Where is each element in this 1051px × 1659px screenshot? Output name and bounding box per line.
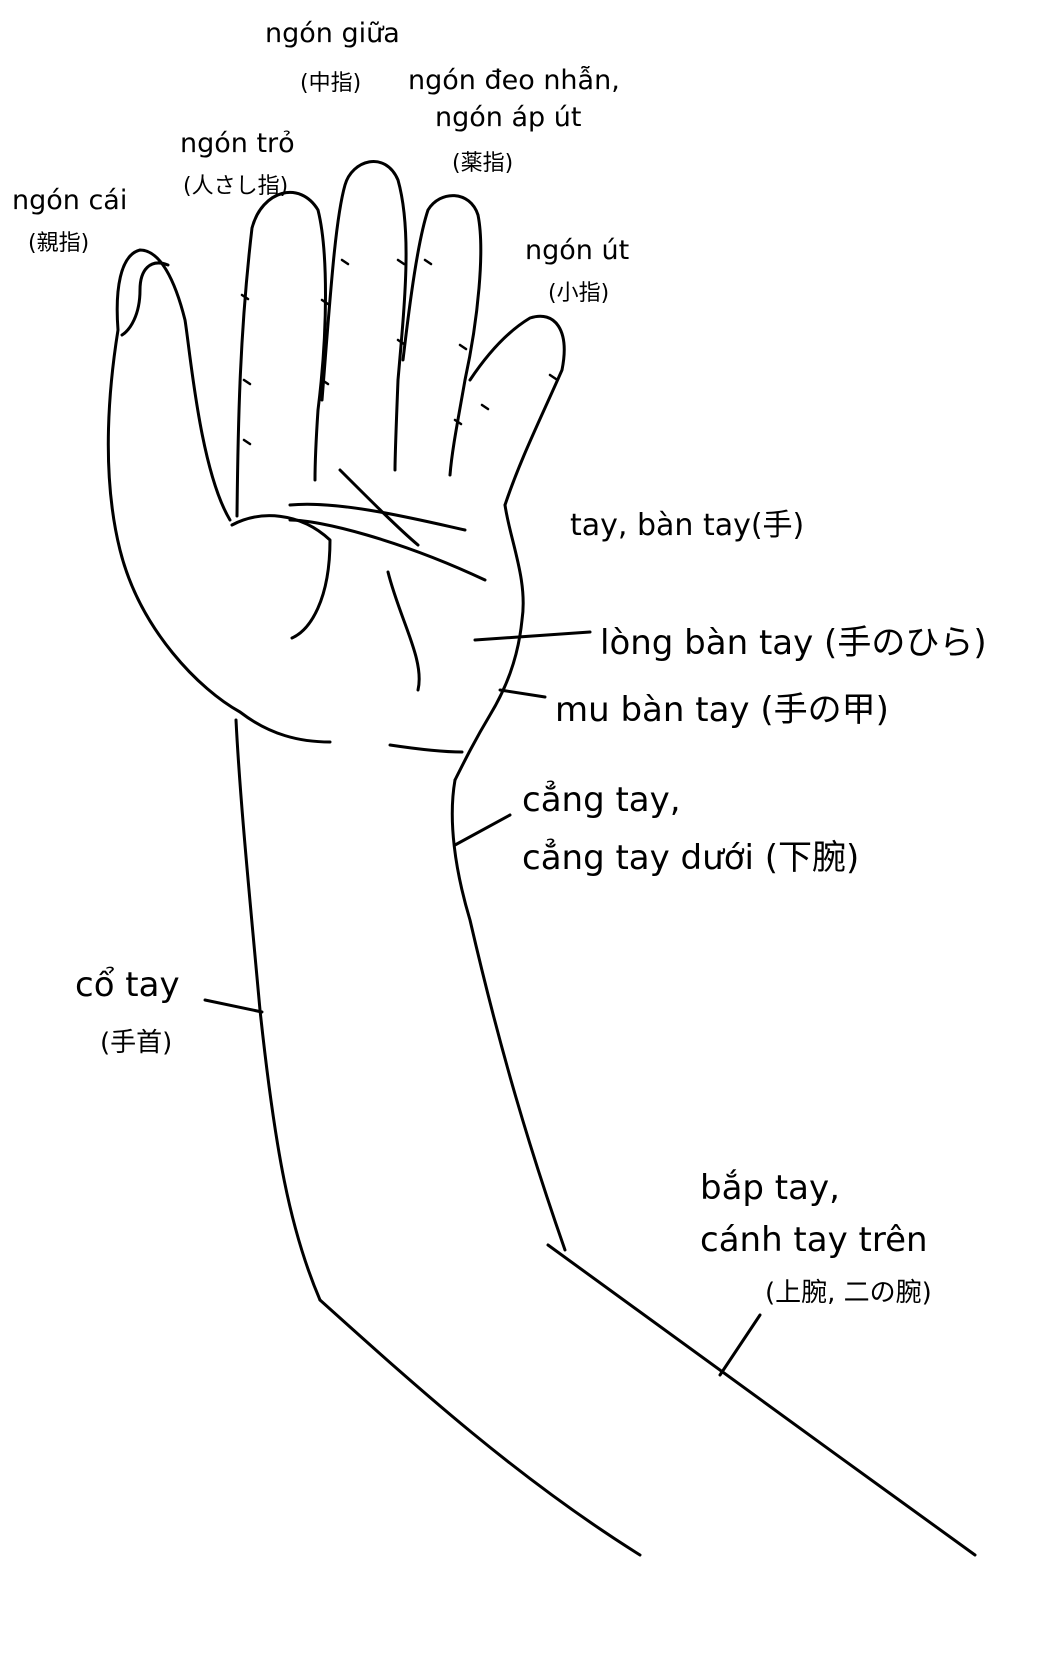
index-finger-label: ngón trỏ (180, 128, 295, 159)
upper-arm-lower-edge (320, 1300, 640, 1555)
upper-arm-label-line1: bắp tay, (700, 1168, 840, 1208)
little-finger-label-ja: (小指) (548, 275, 609, 307)
wrist-label-ja: (手首) (100, 1022, 172, 1059)
palm-crease-4 (232, 516, 330, 638)
thumb-outline (108, 250, 330, 742)
forearm-label-line2: cẳng tay dưới (下腕) (522, 830, 859, 879)
thumbnail (122, 263, 168, 335)
upper-arm-label-ja: (上腕, 二の腕) (765, 1272, 932, 1309)
middle-finger-outline (322, 161, 406, 470)
index-finger-label-ja: (人さし指) (183, 168, 288, 200)
wrist-crease (390, 745, 462, 752)
thumb-label: ngón cái (12, 185, 127, 216)
hand-outer-edge (455, 505, 523, 780)
ring-finger-outline (403, 196, 481, 475)
back-of-hand-leader-line (500, 690, 545, 697)
middle-finger-label-ja: (中指) (300, 65, 361, 97)
middle-finger-label: ngón giữa (265, 18, 400, 49)
ring-finger-label-ja: (薬指) (452, 145, 513, 177)
ring-finger-label-line2: ngón áp út (435, 102, 581, 133)
wrist-label: cổ tay (75, 965, 180, 1005)
palm-crease-5 (388, 572, 419, 690)
upper-arm-leader-line (720, 1315, 760, 1375)
little-finger-outline (470, 316, 564, 505)
forearm-leader-line (455, 815, 510, 845)
upper-arm-label-line2: cánh tay trên (700, 1220, 928, 1260)
index-finger-outline (237, 192, 326, 516)
palm-leader-line (475, 632, 590, 640)
back-of-hand-label: mu bàn tay (手の甲) (555, 682, 889, 731)
little-finger-label: ngón út (525, 235, 629, 266)
thumb-label-ja: (親指) (28, 225, 89, 257)
hand-label: tay, bàn tay(手) (570, 500, 804, 544)
wrist-leader-line (205, 1000, 262, 1012)
ring-finger-label-line1: ngón đeo nhẫn, (408, 65, 620, 96)
forearm-label-line1: cẳng tay, (522, 780, 681, 820)
palm-label: lòng bàn tay (手のひら) (600, 615, 987, 664)
